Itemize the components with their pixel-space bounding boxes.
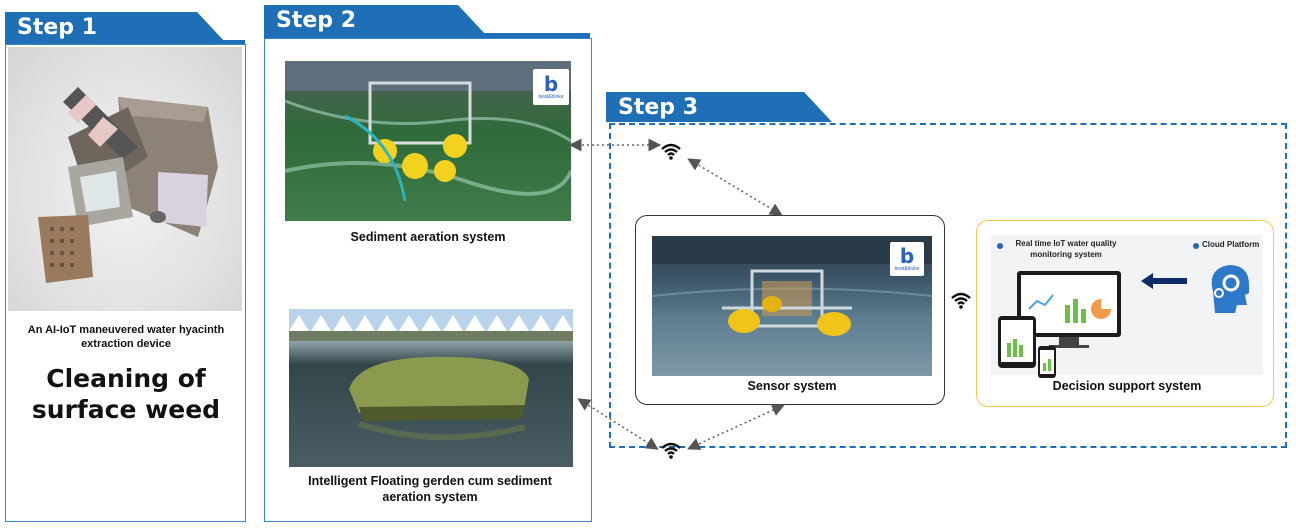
step2-tab: Step 2 bbox=[264, 5, 486, 35]
step3-tab-label: Step 3 bbox=[618, 95, 698, 120]
decision-support-box: Real time IoT water quality monitoring s… bbox=[976, 220, 1274, 407]
step1-tab: Step 1 bbox=[5, 12, 225, 42]
aeration-photo bbox=[285, 61, 571, 221]
floating-garden-photo bbox=[289, 309, 573, 467]
link-wifi-sensor-top bbox=[687, 158, 783, 216]
step2-tab-label: Step 2 bbox=[276, 8, 356, 33]
tablet-icon bbox=[997, 315, 1037, 369]
link-wifi-sensor-bottom bbox=[687, 404, 785, 450]
monitoring-bullet-icon bbox=[997, 243, 1003, 249]
arrow-left-icon bbox=[1141, 273, 1187, 289]
cloud-brain-icon bbox=[1205, 261, 1253, 315]
step2-tab-underline bbox=[264, 33, 590, 39]
cloud-bullet-icon bbox=[1193, 243, 1199, 249]
dss-caption: Decision support system bbox=[1052, 379, 1202, 393]
phone-icon bbox=[1037, 345, 1057, 379]
step3-dashed-border bbox=[609, 123, 1287, 448]
step3-tab: Step 3 bbox=[606, 92, 832, 122]
step1-title: Cleaning of surface weed bbox=[31, 364, 221, 424]
device-caption: An AI-IoT maneuvered water hyacinth extr… bbox=[27, 324, 225, 350]
monitor-icon bbox=[1015, 269, 1123, 349]
step1-tab-label: Step 1 bbox=[17, 15, 97, 40]
sensor-caption: Sensor system bbox=[747, 379, 837, 393]
extraction-device-image bbox=[8, 47, 242, 311]
wifi-icon bbox=[660, 440, 682, 460]
aeration-caption: Sediment aeration system bbox=[350, 230, 506, 244]
step1-tab-underline bbox=[5, 40, 245, 46]
cloud-label: Cloud Platform bbox=[1202, 240, 1260, 249]
floating-garden-caption: Intelligent Floating gerden cum sediment… bbox=[308, 474, 552, 504]
link-floating-wifi bbox=[577, 398, 659, 450]
wifi-icon bbox=[660, 141, 682, 161]
wifi-icon bbox=[950, 290, 972, 310]
step1-panel: An AI-IoT maneuvered water hyacinth extr… bbox=[5, 44, 246, 522]
sensor-photo bbox=[652, 236, 932, 376]
monitoring-label: Real time IoT water quality monitoring s… bbox=[1015, 239, 1117, 259]
